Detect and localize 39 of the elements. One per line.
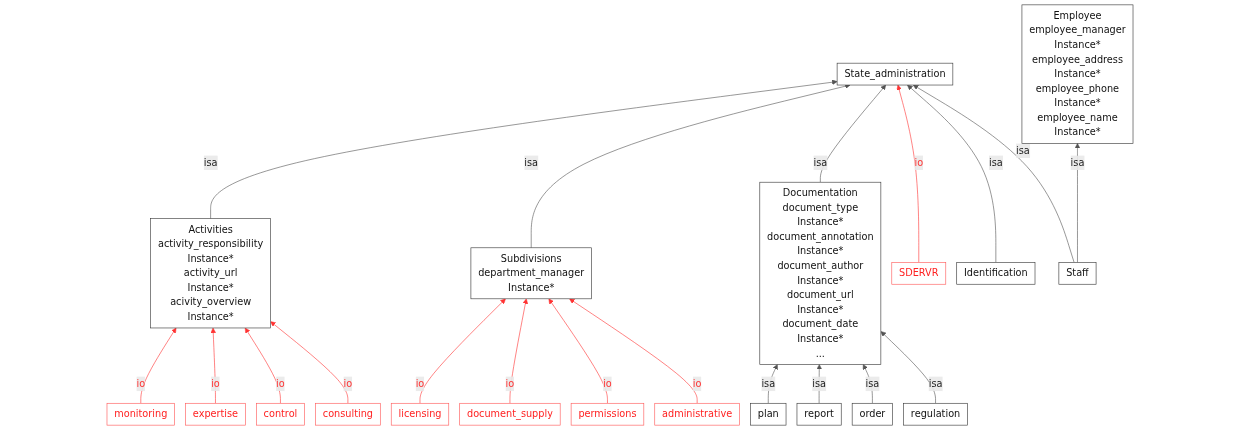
node-box: expertise [185,402,246,426]
edge-label: io [603,377,612,390]
node-box: document_supply [459,402,561,426]
node-box: Activities activity_responsibility Instance* activity_url Instance* acivity_overview Instance* [150,218,271,329]
node-box: monitoring [106,402,175,426]
node-box: State_administration [836,62,954,86]
node-box: permissions [570,402,645,426]
node-box: report [796,402,842,426]
edge-label: isa [524,156,539,169]
edge-label: isa [761,377,776,390]
edge-label: isa [203,156,218,169]
edge-label: io [415,377,425,390]
edge-label: isa [813,156,828,169]
node-box: Staff [1058,262,1097,285]
node-box: regulation [903,402,968,426]
edge-label: io [914,156,924,169]
edge-label: isa [1070,156,1085,169]
node-box: SDERVR [891,262,947,285]
node-box: Documentation document_type Instance* document_annotation Instance* document_author Instance* document_url Instance* document_date Instance* ... [759,181,882,365]
edge-label: isa [1016,144,1030,157]
node-box: licensing [390,402,450,426]
edge-label: isa [989,156,1003,169]
node-box: Identification [956,262,1036,285]
node-box: Employee employee_manager Instance* employee_address Instance* employee_phone Instance* employee_name Instance* [1021,4,1134,144]
node-box: control [256,402,305,426]
edge-label: io [343,377,353,390]
edge-label: io [136,377,146,390]
edge-label: io [505,377,515,390]
edge-label: io [692,377,702,390]
node-box: administrative [654,402,740,426]
edge-label: isa [865,377,880,390]
node-box: order [851,402,893,426]
node-box: Subdivisions department_manager Instance* [470,247,592,300]
edge-label: io [211,377,220,390]
edge-label: isa [812,377,826,390]
edge-label: io [276,377,285,390]
edge-label: isa [928,377,943,390]
node-box: plan [750,402,787,426]
node-box: consulting [315,402,381,426]
